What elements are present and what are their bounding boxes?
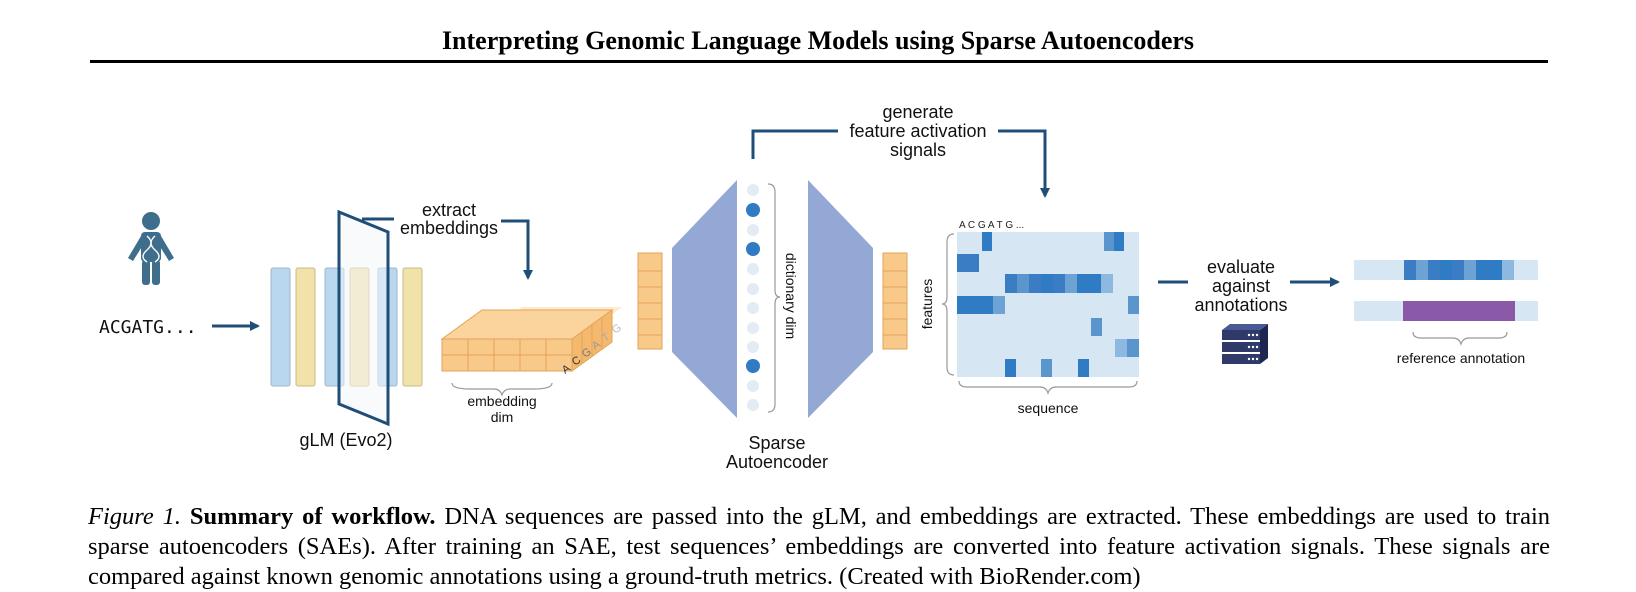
heatmap-sequence-label: A C G A T G ... [959,220,1024,231]
sequence-brace [958,380,1138,395]
sae-label-1: Sparse [748,433,805,453]
extract-label-2: embeddings [400,218,498,238]
evaluate-label-1: evaluate [1207,257,1275,277]
database-icon [1222,324,1268,364]
sequence-label: sequence [1018,400,1079,416]
activation-track [1354,260,1538,280]
input-sequence: ACGATG... [99,317,197,338]
sae-decoder [808,180,873,418]
person-icon [128,212,174,285]
extraction-plane [337,209,390,427]
embedding-dim-brace [451,382,553,397]
embedding-dim-label-2: dim [491,409,514,425]
sae-input-column [637,252,663,350]
generate-arrow [751,129,838,159]
generate-label-3: signals [890,140,946,160]
dictionary-label: dictionary dim [783,253,799,339]
reference-brace [1412,331,1508,346]
figure-caption: Figure 1. Summary of workflow. DNA seque… [88,502,1550,592]
dictionary-units [746,184,760,411]
evaluate-label-2: against [1212,276,1270,296]
reference-annotation-track [1354,301,1538,321]
page-title: Interpreting Genomic Language Models usi… [441,26,1195,55]
features-brace [941,233,955,376]
embedding-cube [440,307,622,372]
glm-label: gLM (Evo2) [299,430,392,450]
sae-output-column [882,252,908,350]
title-rule [90,60,1548,63]
dictionary-brace [767,183,781,413]
features-label: features [919,279,935,330]
generate-label-1: generate [882,102,953,122]
embedding-dim-label-1: embedding [467,393,536,409]
workflow-figure: ACGATG... gLM (Evo2) extract embeddings … [99,102,1538,472]
activation-heatmap [957,232,1139,377]
extract-label-1: extract [422,200,476,220]
evaluate-label-3: annotations [1194,295,1287,315]
sae-label-2: Autoencoder [726,452,828,472]
generate-label-2: feature activation [849,121,986,141]
figure-label: Figure 1. [88,503,181,530]
sae-encoder [672,180,737,418]
reference-label: reference annotation [1397,350,1525,366]
figure-heading: Summary of workflow. [189,503,436,530]
glm-model: gLM (Evo2) [270,209,423,450]
